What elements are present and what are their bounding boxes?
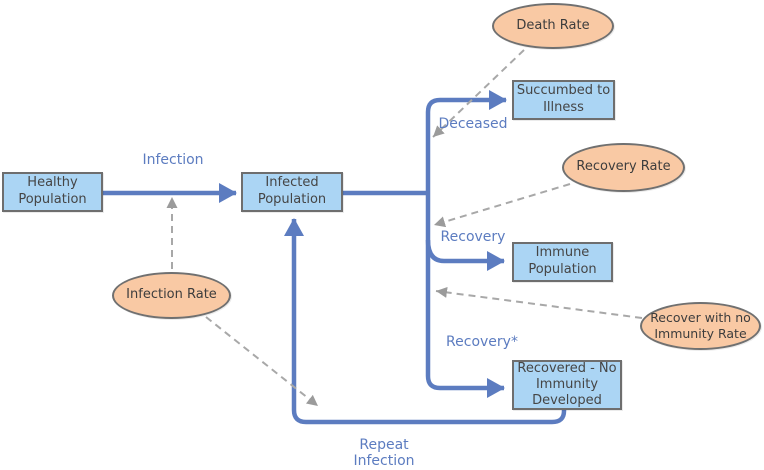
rate-link-repeat-infection-line [205, 316, 319, 407]
rate-link-recovery-line [433, 183, 571, 228]
node-healthy-population[interactable]: Healthy Population [2, 172, 103, 212]
rate-link-recover-no-immunity-line [435, 286, 643, 319]
node-recovered-no-immunity[interactable]: Recovered - No Immunity Developed [512, 360, 622, 410]
edge-label-recovery: Recovery [440, 229, 506, 245]
rate-link-death-line [432, 49, 525, 138]
node-infected-population[interactable]: Infected Population [241, 172, 343, 212]
rate-recovery[interactable]: Recovery Rate [562, 143, 685, 192]
flow-repeat-infection-line [284, 218, 567, 425]
rate-infection[interactable]: Infection Rate [112, 272, 231, 319]
flow-recovery-star-line [425, 193, 505, 398]
flow-deceased-line [425, 90, 507, 193]
edge-label-repeat-infection: Repeat Infection [353, 437, 415, 470]
edge-label-infection: Infection [142, 152, 204, 168]
node-immune-population[interactable]: Immune Population [512, 242, 613, 282]
rate-death[interactable]: Death Rate [492, 3, 614, 49]
flow-recovery-line [425, 239, 505, 271]
edge-label-deceased: Deceased [438, 116, 508, 132]
rate-recover-no-immunity[interactable]: Recover with no Immunity Rate [640, 302, 761, 350]
edge-label-recovery-star: Recovery* [446, 334, 518, 350]
node-succumbed-to-illness[interactable]: Succumbed to Illness [512, 80, 615, 120]
